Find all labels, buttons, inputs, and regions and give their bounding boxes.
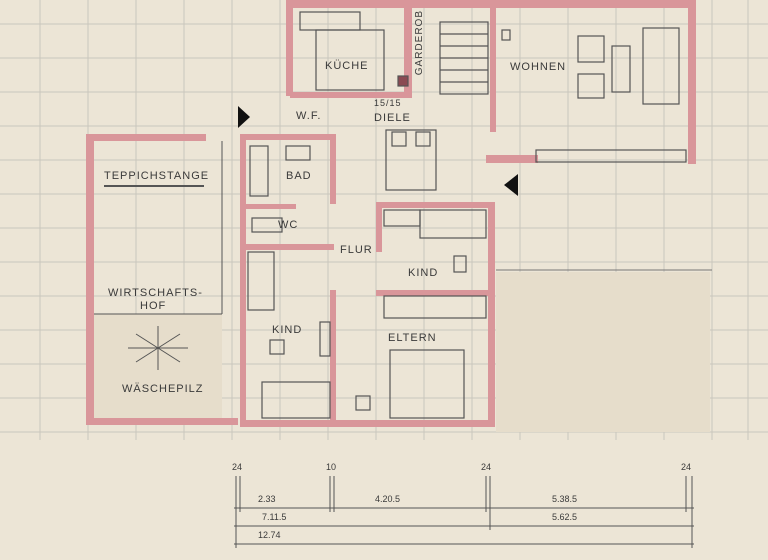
room-label-kueche: KÜCHE bbox=[325, 60, 369, 72]
room-label-bad: BAD bbox=[286, 170, 312, 182]
dimension-value: 7.11.5 bbox=[262, 512, 287, 522]
dimension-lines bbox=[234, 476, 694, 548]
label-waeschepilz: WÄSCHEPILZ bbox=[122, 383, 204, 395]
wall-mark: 24 bbox=[681, 462, 692, 472]
label-teppichstange: TEPPICHSTANGE bbox=[104, 170, 210, 182]
waeschepilz-symbol bbox=[128, 326, 188, 370]
walls bbox=[240, 0, 696, 427]
room-label-kind-1: KIND bbox=[408, 267, 439, 279]
wirtschaftshof-yard bbox=[86, 134, 238, 425]
entrance-arrow-icon bbox=[238, 106, 250, 128]
dimension-value: 4.20.5 bbox=[375, 494, 401, 504]
room-label-garderobe: GARDEROB bbox=[414, 10, 425, 76]
wall-mark: 24 bbox=[232, 462, 243, 472]
room-label-wohnen: WOHNEN bbox=[510, 61, 567, 73]
dimension-value: 5.38.5 bbox=[552, 494, 578, 504]
furniture bbox=[247, 11, 687, 419]
label-wirtschaftshof-2: HOF bbox=[140, 300, 167, 312]
room-label-diele: DIELE bbox=[374, 112, 411, 124]
dimension-value: 5.62.5 bbox=[552, 512, 578, 522]
room-label-flur: FLUR bbox=[340, 244, 373, 256]
terrace bbox=[496, 272, 710, 432]
dimension-value: 2.33 bbox=[258, 494, 276, 504]
dimension-value: 12.74 bbox=[258, 530, 281, 540]
room-label-wc: WC bbox=[278, 219, 299, 231]
room-label-eltern: ELTERN bbox=[388, 332, 437, 344]
wall-mark: 10 bbox=[326, 462, 337, 472]
entrance-arrow-icon bbox=[504, 174, 518, 196]
room-label-kind-2: KIND bbox=[272, 324, 303, 336]
stair-note: 15/15 bbox=[374, 98, 402, 108]
label-wirtschaftshof-1: WIRTSCHAFTS- bbox=[108, 287, 203, 299]
room-label-wf: W.F. bbox=[296, 110, 322, 122]
wall-mark: 24 bbox=[481, 462, 492, 472]
